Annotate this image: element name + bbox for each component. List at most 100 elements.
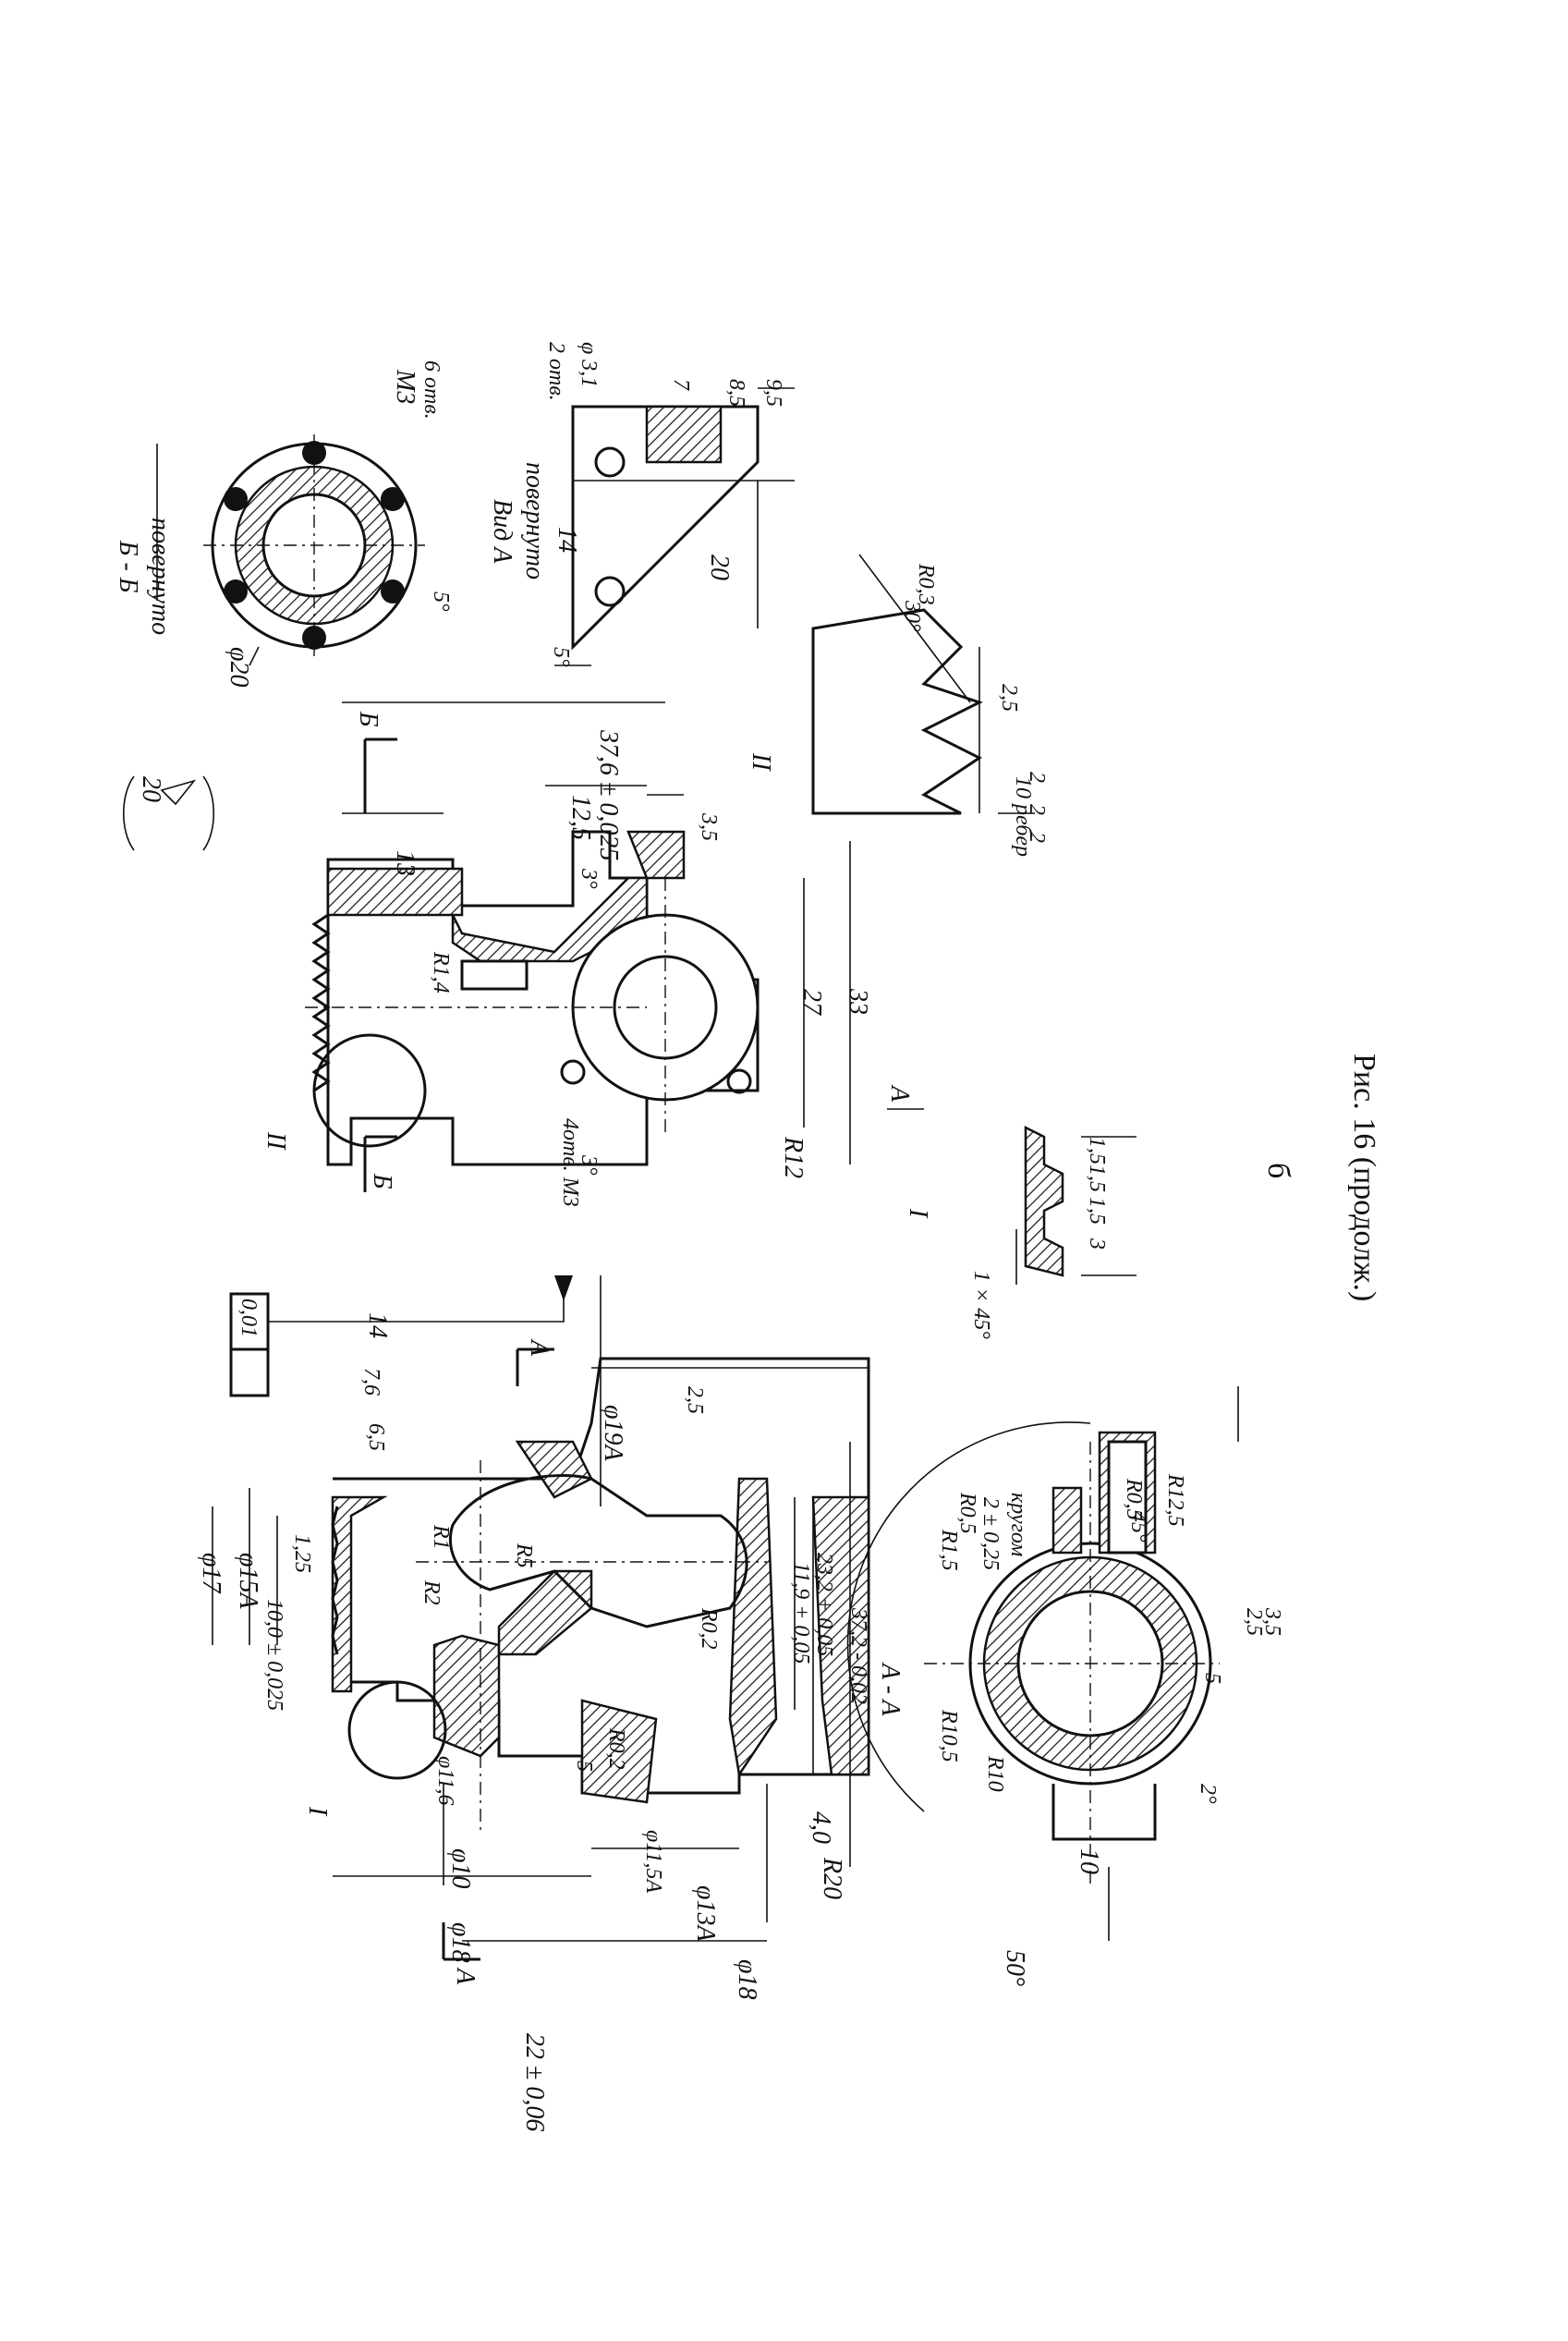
angle-30: 30° — [900, 600, 924, 632]
dim-33: 33 — [844, 988, 872, 1015]
dim-3-5b: 3,5 — [697, 812, 721, 841]
dim-1-5b: 1,5 — [1085, 1164, 1109, 1192]
dim-27: 27 — [797, 989, 826, 1016]
figure-caption: Рис. 16 (продолж.) — [1347, 1054, 1381, 1301]
dim-phi10: φ10 — [446, 1848, 475, 1889]
detail-II-title: II — [747, 752, 775, 772]
angle-5b: 5° — [549, 647, 573, 667]
main-section-view: φ17 φ15A 10,0 ± 0,025 1,25 φ19A 7,6 6,5 … — [197, 1275, 905, 2131]
dim-phi11-6: φ11,6 — [433, 1756, 457, 1806]
angle-3b: 3° — [577, 1154, 601, 1176]
dim-1-5a: 1,5 — [1085, 1197, 1109, 1225]
dim-phi3-1: φ 3,1 — [577, 342, 601, 387]
angle-2: 2° — [1196, 1784, 1220, 1804]
dim-rib-2b: 2 — [1025, 804, 1049, 815]
dim-r20: R20 — [818, 1857, 846, 1899]
section-bb-title: Б - Б — [114, 540, 142, 592]
dim-3-5: 3,5 — [1260, 1607, 1284, 1636]
section-aa-label: A - A — [876, 1662, 905, 1716]
dim-6-5: 6,5 — [364, 1423, 388, 1451]
dim-7-6: 7,6 — [359, 1368, 383, 1396]
dim-r10-5: R10,5 — [937, 1709, 961, 1762]
dim-r0-2a: R0,2 — [697, 1607, 721, 1650]
dim-phi15a: φ15A — [234, 1553, 262, 1609]
dim-phi19a: φ19A — [599, 1405, 627, 1461]
note-4-holes-m3: 4отв. M3 — [558, 1118, 582, 1207]
caption-text: Рис. 16 (продолж.) — [1347, 1054, 1381, 1301]
dim-r1-4: R1,4 — [429, 951, 453, 994]
section-mark-a-top: A — [525, 1338, 553, 1357]
dim-r10: R10 — [983, 1755, 1007, 1792]
detail-II-view: II 30° R0,3 2,5 10 ребер 2 2 2 — [747, 554, 1049, 857]
dim-rib-2a: 2 — [1025, 772, 1049, 783]
dim-r12: R12 — [779, 1136, 808, 1178]
dim-10: 10 — [1075, 1848, 1103, 1874]
roughness-20: 20 — [137, 776, 165, 802]
dim-9-5: 9,5 — [761, 379, 785, 407]
section-bb-subtitle: повернуто — [146, 518, 175, 635]
dim-r1-5: R1,5 — [937, 1529, 961, 1571]
note-krugom: кругом — [1006, 1493, 1030, 1556]
dim-22: 22 ± 0,06 — [520, 2033, 549, 2131]
dim-5: 5 — [1200, 1673, 1224, 1684]
dim-10-0: 10,0 ± 0,025 — [262, 1599, 286, 1711]
dim-r0-5b: R0,5 — [1122, 1478, 1146, 1520]
dim-r1: R1 — [429, 1524, 453, 1550]
dim-r12-5: R12,5 — [1163, 1473, 1187, 1527]
view-a-subtitle: повернуто — [520, 462, 549, 579]
dim-phi18-b: φ18 — [733, 1959, 761, 2000]
tolerance-0-01: 0,01 — [237, 1299, 261, 1337]
angle-5a: 5° — [429, 591, 453, 612]
dim-14b: 14 — [553, 527, 581, 553]
angle-50: 50° — [1001, 1950, 1029, 1986]
dim-23-2: 23,2 + 0,05 — [812, 1553, 836, 1656]
upper-body-view: 37,6 ± 0,025 13 12,5 3,5 3° 3° R1,4 27 3… — [122, 701, 924, 1207]
note-2-holes: 2 отв. — [544, 342, 568, 401]
detail-I-circle — [347, 1680, 447, 1780]
dim-r0-5a: R0,5 — [955, 1492, 979, 1534]
dim-r5: R5 — [512, 1542, 536, 1568]
dim-r0-2b: R0,2 — [604, 1727, 628, 1770]
figure-letter: б — [1261, 1163, 1295, 1178]
dim-20: 20 — [705, 555, 734, 580]
section-b-b-view: Б - Б повернуто φ20 M3 6 отв. 5° — [114, 360, 453, 688]
leader-line — [268, 1275, 565, 1323]
dim-11-9: 11,9 + 0,05 — [789, 1562, 813, 1664]
thread-m3: M3 — [391, 369, 419, 404]
dim-2-025: 2 ± 0,25 — [978, 1497, 1003, 1570]
view-a: Вид A повернуто 2 отв. φ 3,1 7 8,5 9,5 1… — [488, 342, 795, 667]
dim-phi18-a: φ18 — [446, 1922, 475, 1963]
dim-37-2: 37,2 - 0,02 — [846, 1607, 870, 1704]
dim-2-5b: 2,5 — [997, 684, 1021, 712]
dim-phi17: φ17 — [197, 1553, 225, 1593]
roughness-5: 5 — [572, 1761, 596, 1772]
detail-I-label: I — [303, 1806, 332, 1817]
angle-45: 45° — [1126, 1511, 1150, 1542]
detail-I-view: I 1 × 45° 3 1,5 1,5 1,5 — [904, 1125, 1136, 1339]
section-mark-b-bottom: Б — [368, 1173, 396, 1189]
dim-13: 13 — [391, 850, 419, 876]
dim-1-5c: 1,5 — [1085, 1137, 1109, 1164]
angle-3a: 3° — [577, 868, 601, 889]
dim-phi11-5a: φ11,5A — [641, 1830, 665, 1893]
dim-1-25: 1,25 — [290, 1534, 314, 1573]
dim-12-5: 12,5 — [566, 795, 595, 840]
dim-phi20: φ20 — [225, 647, 253, 688]
dim-r0-3: R0,3 — [914, 563, 938, 605]
dim-rib-2c: 2 — [1025, 832, 1049, 843]
dim-7: 7 — [669, 379, 693, 391]
tolerance-frame — [229, 1292, 270, 1397]
view-a-mark: A — [885, 1084, 914, 1103]
detail-I-title: I — [904, 1208, 932, 1219]
dim-8-5: 8,5 — [724, 379, 748, 407]
dim-1x45: 1 × 45° — [969, 1271, 993, 1339]
dim-phi13a: φ13A — [691, 1885, 720, 1942]
dim-4-0: 4,0 — [807, 1811, 835, 1844]
section-mark-b-top: Б — [354, 711, 383, 727]
roughness-2-5: 2,5 — [683, 1386, 707, 1414]
dim-14: 14 — [363, 1312, 392, 1338]
note-6-holes: 6 отв. — [419, 360, 444, 420]
dim-r2: R2 — [419, 1579, 444, 1605]
